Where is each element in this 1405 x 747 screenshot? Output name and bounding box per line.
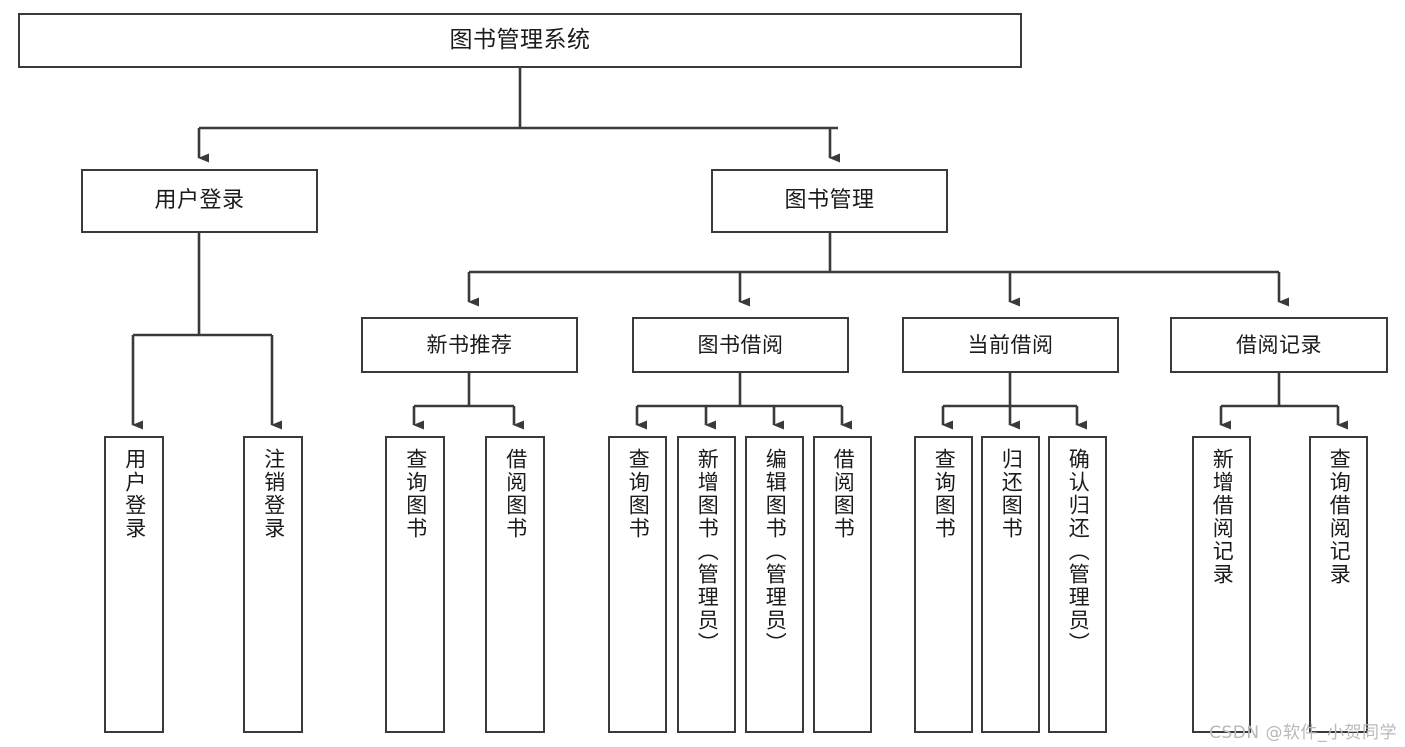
node-leaf-query-record-label: 查询借阅记录 xyxy=(1327,448,1352,586)
node-leaf-query-book-2-label: 查询图书 xyxy=(626,448,651,540)
node-leaf-borrow-book-2-label: 借阅图书 xyxy=(831,448,856,540)
node-leaf-query-book-2[interactable]: 查询图书 xyxy=(608,436,667,733)
node-new-book-recommend-label: 新书推荐 xyxy=(426,332,513,357)
node-book-management-label: 图书管理 xyxy=(784,188,875,214)
node-leaf-edit-book-label: 编辑图书（管理员） xyxy=(763,448,788,655)
node-root-system[interactable]: 图书管理系统 xyxy=(18,13,1022,68)
node-leaf-borrow-book-2[interactable]: 借阅图书 xyxy=(813,436,872,733)
node-leaf-user-login[interactable]: 用户登录 xyxy=(104,436,164,733)
node-current-borrow[interactable]: 当前借阅 xyxy=(902,317,1119,373)
node-leaf-add-book[interactable]: 新增图书（管理员） xyxy=(677,436,736,733)
node-leaf-user-login-label: 用户登录 xyxy=(122,448,147,540)
node-root-label: 图书管理系统 xyxy=(449,26,591,53)
node-book-borrow[interactable]: 图书借阅 xyxy=(632,317,849,373)
node-leaf-add-record[interactable]: 新增借阅记录 xyxy=(1192,436,1251,733)
node-book-management[interactable]: 图书管理 xyxy=(711,169,948,233)
node-leaf-return-book-label: 归还图书 xyxy=(999,448,1024,540)
node-leaf-query-book-1[interactable]: 查询图书 xyxy=(385,436,445,733)
node-leaf-query-book-3[interactable]: 查询图书 xyxy=(914,436,973,733)
node-new-book-recommend[interactable]: 新书推荐 xyxy=(361,317,578,373)
node-leaf-query-book-3-label: 查询图书 xyxy=(932,448,957,540)
node-leaf-borrow-book-1-label: 借阅图书 xyxy=(503,448,528,540)
node-leaf-logout-login[interactable]: 注销登录 xyxy=(243,436,303,733)
node-leaf-logout-login-label: 注销登录 xyxy=(261,448,286,540)
node-book-borrow-label: 图书借阅 xyxy=(697,332,784,357)
node-leaf-add-book-label: 新增图书（管理员） xyxy=(695,448,720,655)
node-borrow-record[interactable]: 借阅记录 xyxy=(1170,317,1388,373)
node-leaf-add-record-label: 新增借阅记录 xyxy=(1210,448,1235,586)
watermark-text: CSDN @软件_小贺同学 xyxy=(1209,723,1397,743)
node-leaf-edit-book[interactable]: 编辑图书（管理员） xyxy=(745,436,804,733)
node-leaf-confirm-return[interactable]: 确认归还（管理员） xyxy=(1048,436,1107,733)
node-leaf-query-book-1-label: 查询图书 xyxy=(403,448,428,540)
node-user-login[interactable]: 用户登录 xyxy=(81,169,318,233)
node-leaf-query-record[interactable]: 查询借阅记录 xyxy=(1309,436,1368,733)
node-current-borrow-label: 当前借阅 xyxy=(967,332,1054,357)
node-leaf-confirm-return-label: 确认归还（管理员） xyxy=(1066,448,1091,655)
node-user-login-label: 用户登录 xyxy=(154,188,245,214)
node-borrow-record-label: 借阅记录 xyxy=(1236,332,1322,357)
node-leaf-borrow-book-1[interactable]: 借阅图书 xyxy=(485,436,545,733)
node-leaf-return-book[interactable]: 归还图书 xyxy=(981,436,1040,733)
